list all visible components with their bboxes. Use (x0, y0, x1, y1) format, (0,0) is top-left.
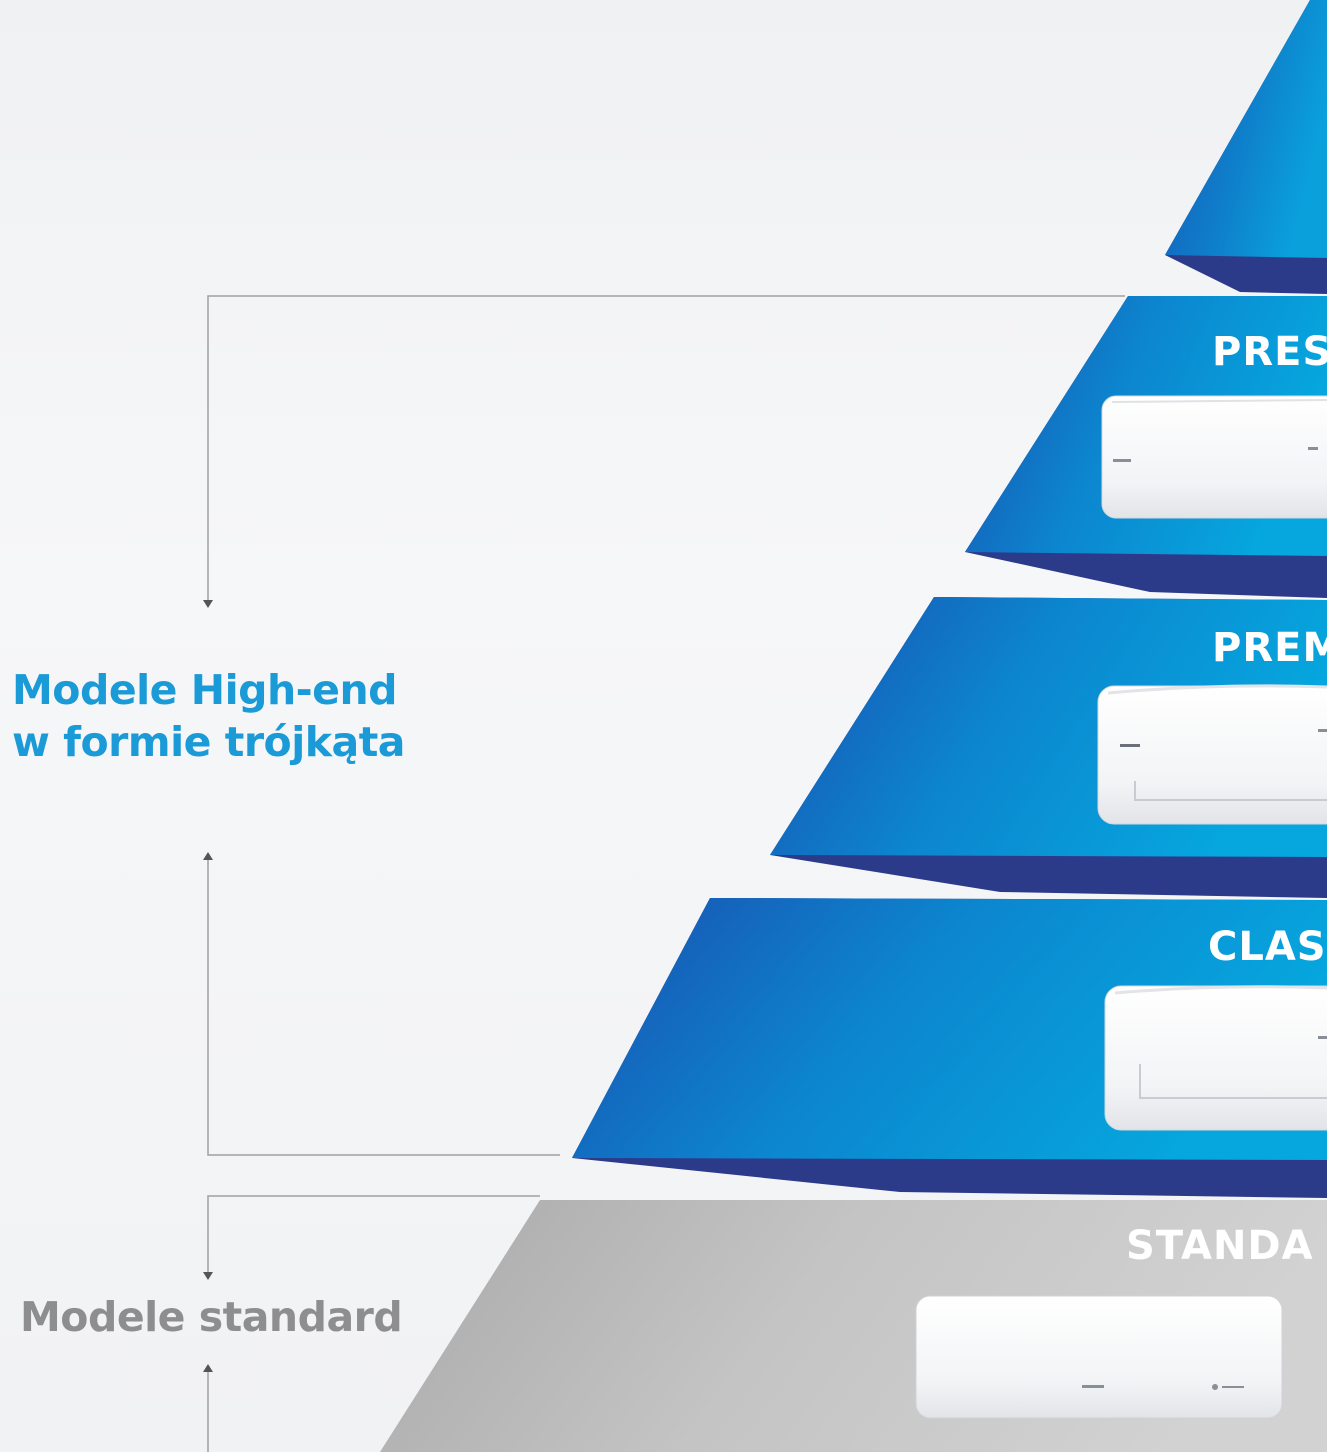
standard-label: Modele standard (20, 1293, 403, 1341)
tier-prestige (965, 296, 1327, 598)
tier-label-premium: PREM (1212, 625, 1327, 671)
arrow-down-icon (203, 1272, 213, 1280)
ac-unit-image (915, 1295, 1283, 1419)
arrow-up-icon (203, 852, 213, 860)
high-end-bracket (207, 295, 1125, 1156)
tier-standard (380, 1200, 1327, 1452)
high-end-label: Modele High-end w formie trójkąta (12, 664, 405, 768)
high-end-label-line1: Modele High-end (12, 666, 398, 714)
tier-premium (770, 597, 1327, 898)
tier-label-classic: CLAS (1208, 924, 1327, 970)
tier-classic (572, 898, 1327, 1198)
ac-unit-image (1104, 985, 1327, 1131)
standard-bracket (207, 1195, 540, 1452)
arrow-up-icon (203, 1364, 213, 1372)
tier-label-prestige: PRES (1212, 329, 1327, 375)
tier-apex (1165, 0, 1327, 294)
high-end-label-line2: w formie trójkąta (12, 718, 405, 766)
arrow-down-icon (203, 600, 213, 608)
ac-unit-image (1097, 685, 1327, 825)
tier-label-standard: STANDA (1126, 1223, 1314, 1269)
ac-unit-image (1101, 395, 1327, 519)
